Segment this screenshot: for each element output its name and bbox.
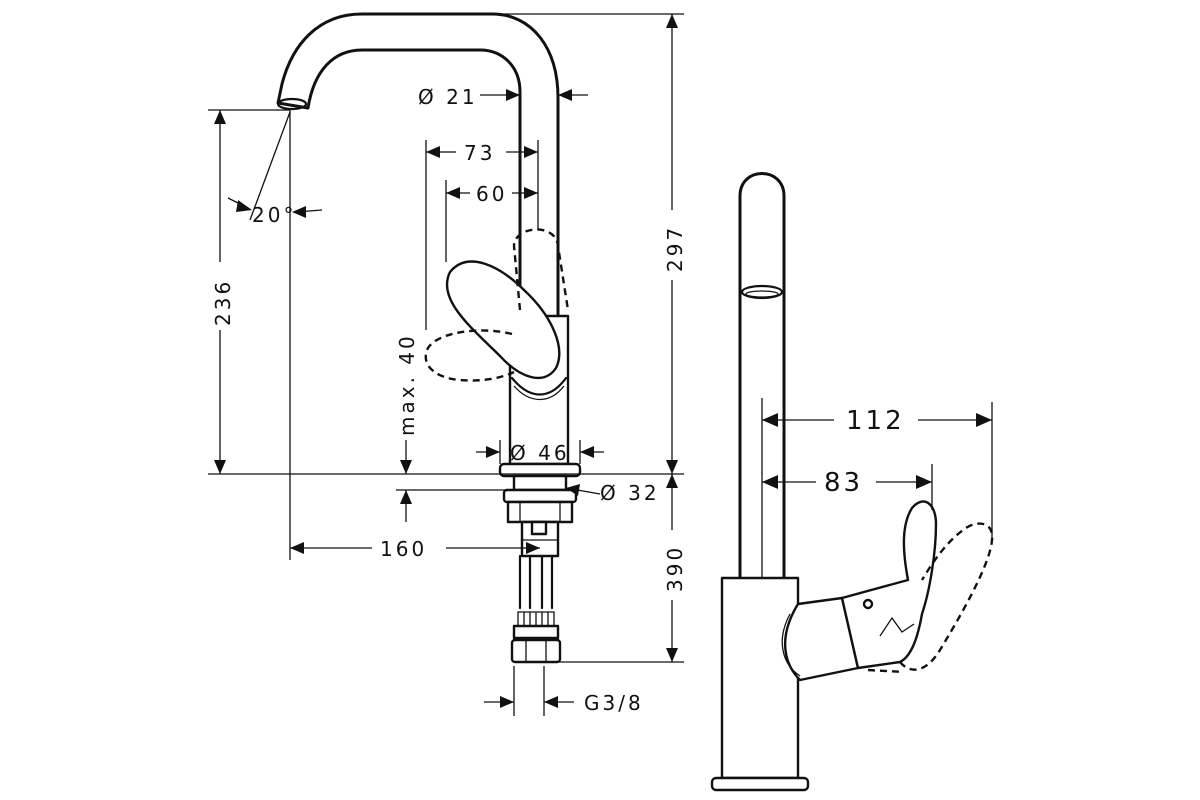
label-h236: 236	[211, 279, 235, 326]
side-aerator-inner	[745, 290, 779, 298]
label-h390: 390	[663, 545, 687, 592]
handle-solid	[445, 260, 561, 379]
dim-angle: 20°	[227, 110, 323, 560]
label-h297: 297	[663, 225, 687, 272]
label-d-base: Ø 46	[510, 441, 570, 465]
dim-83: 83	[762, 464, 933, 510]
aerator	[276, 97, 308, 111]
dim-max40: max. 40	[395, 333, 520, 522]
body-ring	[510, 376, 568, 396]
dim-base-diameter: Ø 46	[476, 440, 604, 465]
dim-112: 112	[761, 398, 993, 578]
label-d-hole: Ø 32	[600, 481, 660, 505]
side-base	[710, 776, 810, 792]
label-angle: 20°	[252, 203, 296, 227]
side-lever-neck	[783, 596, 860, 682]
side-lever-dot	[862, 598, 874, 610]
side-lever-inner	[781, 613, 801, 677]
side-lever-ghost-bottom	[867, 668, 905, 674]
spout-outline	[276, 12, 560, 322]
label-thread: G3/8	[584, 691, 644, 715]
side-lever	[840, 500, 938, 670]
dim-73: 73	[425, 140, 539, 330]
label-max40: max. 40	[395, 333, 419, 436]
side-lever-ghost	[899, 522, 994, 671]
side-view: 112 83	[710, 172, 994, 792]
dim-390: 390	[556, 474, 687, 663]
mounting-hardware	[502, 474, 578, 558]
dim-297: 297	[362, 13, 687, 474]
handle-ghost-down	[424, 329, 515, 382]
dim-hole-diameter: Ø 32	[565, 481, 660, 505]
dim-thread: G3/8	[484, 666, 644, 716]
label-d60: 60	[476, 182, 507, 206]
dim-236: 236	[208, 109, 290, 474]
side-aerator	[740, 284, 784, 300]
side-lever-mark	[879, 616, 915, 637]
label-d73: 73	[464, 141, 495, 165]
supply-hoses	[510, 554, 562, 664]
side-body	[720, 576, 800, 780]
body-ring-inner	[513, 385, 565, 400]
dim-60: 60	[445, 180, 538, 262]
front-view: Ø 21 73 60 20°	[208, 12, 687, 716]
dim-pipe-diameter: Ø 21	[418, 85, 588, 109]
label-w160: 160	[380, 537, 427, 561]
handle-ghost-up	[512, 228, 570, 311]
label-s83: 83	[824, 468, 863, 498]
dim-160: 160	[290, 537, 540, 561]
side-spout	[738, 172, 786, 580]
label-s112: 112	[846, 406, 905, 436]
label-d-pipe: Ø 21	[418, 85, 478, 109]
